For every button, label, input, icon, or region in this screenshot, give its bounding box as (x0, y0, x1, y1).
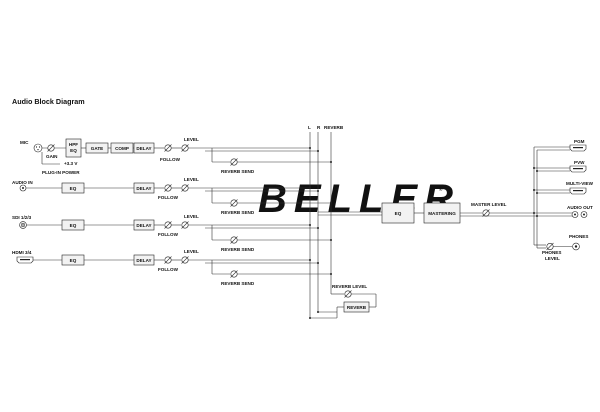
reverb-send-label-audio-in: REVERB SEND (221, 210, 255, 215)
comp-label: COMP (115, 146, 129, 151)
gate-label: GATE (91, 146, 103, 151)
registered-mark: ® (439, 186, 443, 192)
master-level-label: MASTER LEVEL (471, 202, 507, 207)
follow-label-sdi: FOLLOW (158, 232, 179, 237)
level-label-audio-in: LEVEL (184, 177, 199, 182)
mastering-label: MASTERING (428, 211, 456, 216)
eq-label-hdmi: EQ (70, 258, 77, 263)
eq-label-audio-in: EQ (70, 186, 77, 191)
reverb-send-label-hdmi: REVERB SEND (221, 281, 255, 286)
rca-jack-icon (19, 184, 27, 192)
level-knob-icon (181, 221, 189, 229)
reverb-level-label: REVERB LEVEL (332, 284, 367, 289)
output-label-audio-out: AUDIO OUT (567, 205, 593, 210)
eq-label: EQ (70, 148, 77, 153)
reverb-send-knob-icon (230, 199, 238, 207)
reverb-level-knob-icon (344, 290, 352, 298)
bnc-jack-icon (19, 221, 27, 229)
plugin-voltage-label: +3.3 V (64, 161, 78, 166)
hpf-label: HPF (69, 142, 78, 147)
output-label-pvw: PVW (574, 160, 585, 165)
watermark-logo: BELLER (258, 177, 460, 221)
follow-label-audio-in: FOLLOW (158, 195, 179, 200)
phones-level-label-line2: LEVEL (545, 256, 560, 261)
input-label-audio-in: AUDIO IN (12, 180, 33, 185)
reverb-send-label-sdi: REVERB SEND (221, 247, 255, 252)
diagram-title: Audio Block Diagram (12, 97, 85, 106)
phones-level-label-line1: PHONES (542, 250, 561, 255)
master-eq-label: EQ (395, 211, 402, 216)
level-knob-icon (164, 184, 172, 192)
reverb-send-knob-icon (230, 236, 238, 244)
eq-label-sdi: EQ (70, 223, 77, 228)
bus-label-reverb: REVERB (324, 125, 344, 130)
level-knob-icon (164, 256, 172, 264)
rca-jack-icon (571, 211, 588, 218)
plugin-power-label: PLUG-IN POWER (42, 170, 80, 175)
input-label-mic: MIC (20, 140, 29, 145)
hdmi-port-icon (569, 165, 587, 173)
output-label-phones: PHONES (569, 234, 588, 239)
bus-label-l: L (308, 125, 311, 130)
input-label-sdi: SDI 1/2/3 (12, 215, 32, 220)
phones-level-knob-icon (546, 242, 554, 251)
level-label-mic: LEVEL (184, 137, 199, 142)
follow-label-mic: FOLLOW (160, 157, 181, 162)
level-knob-icon (164, 144, 172, 152)
hdmi-port-icon (569, 144, 587, 152)
gain-knob-icon (47, 144, 55, 152)
headphone-jack-icon (572, 242, 580, 251)
output-label-pgm: PGM (574, 139, 585, 144)
follow-label-hdmi: FOLLOW (158, 267, 179, 272)
delay-label-audio-in: DELAY (136, 186, 151, 191)
level-knob-icon (181, 184, 189, 192)
reverb-send-knob-icon (230, 270, 238, 278)
reverb-block-label: REVERB (347, 305, 367, 310)
level-label-sdi: LEVEL (184, 214, 199, 219)
master-level-knob-icon (482, 209, 490, 217)
level-knob-icon (181, 256, 189, 264)
bus-label-r: R (317, 125, 321, 130)
reverb-send-label-mic: REVERB SEND (221, 169, 255, 174)
output-label-multiview: MULTI-VIEW (566, 181, 594, 186)
gain-label: GAIN (46, 154, 58, 159)
level-knob-icon (181, 144, 189, 152)
input-label-hdmi: HDMI 3/4 (12, 250, 32, 255)
delay-label-mic: DELAY (136, 146, 151, 151)
delay-label-hdmi: DELAY (136, 258, 151, 263)
xlr-jack-icon (33, 143, 43, 153)
reverb-send-knob-icon (230, 158, 238, 166)
level-knob-icon (164, 221, 172, 229)
hdmi-port-icon (569, 187, 587, 195)
hdmi-port-icon (16, 256, 34, 264)
delay-label-sdi: DELAY (136, 223, 151, 228)
level-label-hdmi: LEVEL (184, 249, 199, 254)
